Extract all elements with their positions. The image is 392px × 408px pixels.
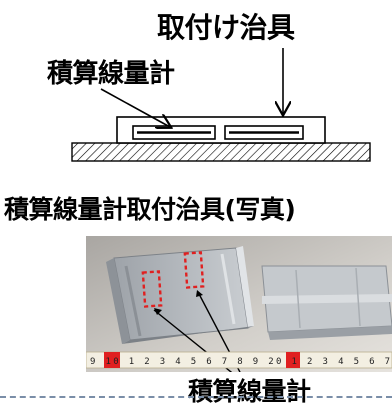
jig-piece-left [106,246,254,344]
dosimeter-label-top: 積算線量計 [47,59,175,89]
dosimeter-label-bottom: 積算線量計 [188,377,311,406]
measuring-tape: 9 10 1 2 3 4 5 6 7 8 9 20 1 2 3 4 5 6 7 [86,351,392,369]
tape-red-mark [104,352,120,368]
jig-photo: 9 10 1 2 3 4 5 6 7 8 9 20 1 2 3 4 5 6 7 [86,236,392,372]
jig-piece-right [261,265,392,340]
jig-label: 取付け治具 [157,11,295,44]
tape-red-mark-2 [286,352,300,368]
tape-numbers: 9 10 1 2 3 4 5 6 7 8 9 20 1 2 3 4 5 6 7 [90,357,390,367]
section-divider [0,396,392,398]
dosimeter-highlight-right [183,251,205,289]
arrow-to-dosimeter [100,88,170,127]
base-plate [71,142,371,162]
dosimeter-highlight-left [141,270,163,308]
photo-caption: 積算線量計取付治具(写真) [4,195,296,224]
